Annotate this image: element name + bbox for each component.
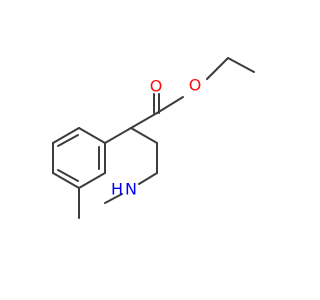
bond-c2-n [138, 172, 158, 185]
bond-c8-c8a [78, 172, 106, 189]
bond-c4-c4a [104, 127, 132, 144]
bond-c5-c6 [52, 127, 80, 144]
bond-c4-c3 [130, 127, 158, 144]
structure-canvas: O O N H [52, 57, 255, 219]
bond-ch2-ester-o [206, 57, 229, 80]
bond-c4a-c5 [78, 127, 106, 144]
bond-carbonyl-c4 [130, 112, 158, 129]
molecule-structure: O O N H [52, 57, 255, 219]
bond-ester-o-carbonyl-c [156, 96, 184, 114]
atom-label-amine-n: N [125, 180, 137, 199]
bond-c7-c8-inner [57, 169, 79, 182]
atom-label-ester-o: O [189, 76, 202, 95]
bond-methyl-ch2 [227, 57, 255, 73]
atom-label-amine-h: H [111, 180, 123, 199]
bond-c7-c8 [52, 172, 80, 189]
bond-n-c8a [104, 193, 123, 204]
bond-c5-c6-inner [57, 134, 79, 147]
atom-label-carbonyl-o: O [150, 77, 163, 96]
